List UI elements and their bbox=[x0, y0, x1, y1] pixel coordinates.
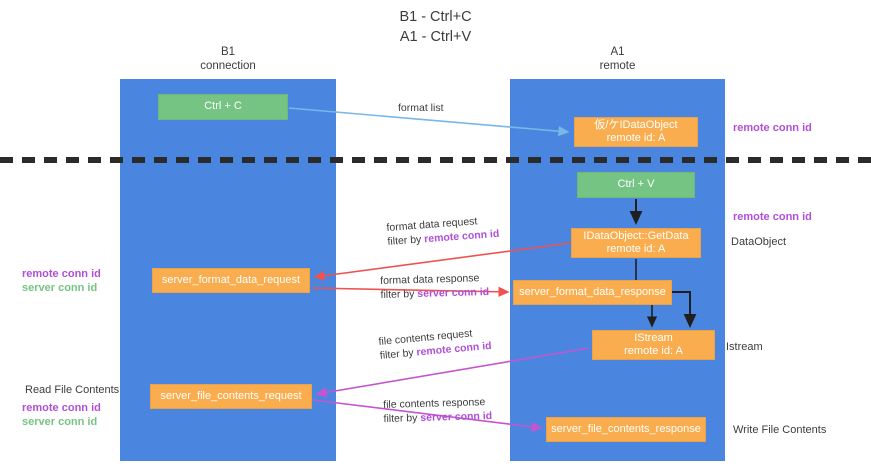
annotation-read-file-contents: Read File Contents bbox=[25, 384, 120, 396]
node-istream-line2: remote id: A bbox=[624, 345, 683, 357]
annotation-remote-conn-id-mid: remote conn id bbox=[733, 211, 812, 223]
fdreq-filter-key: remote conn id bbox=[423, 227, 500, 246]
node-ctrl-c[interactable]: Ctrl + C bbox=[158, 94, 288, 120]
lane-header-a1: A1 remote bbox=[510, 46, 725, 73]
edge-label-fcresp-filter: filter by server conn id bbox=[383, 409, 492, 426]
node-server-file-contents-request[interactable]: server_file_contents_request bbox=[150, 384, 312, 409]
annotation-left-conn-ids-bottom: remote conn id server conn id bbox=[22, 402, 101, 429]
node-idataobject-line2: remote id: A bbox=[606, 132, 666, 144]
node-sfcreq-label: server_file_contents_request bbox=[160, 389, 302, 402]
node-server-file-contents-response[interactable]: server_file_contents_response bbox=[546, 417, 706, 442]
annotation-left-remote-conn-id-2: remote conn id bbox=[22, 402, 101, 414]
lane-b1-name: B1 bbox=[220, 46, 236, 58]
edge-label-format-list: format list bbox=[398, 101, 444, 115]
fcresp-filter-prefix: filter by bbox=[383, 411, 421, 425]
node-ctrl-v-label: Ctrl + V bbox=[617, 178, 655, 191]
annotation-left-conn-ids-top: remote conn id server conn id bbox=[22, 268, 101, 295]
node-server-format-data-response[interactable]: server_format_data_response bbox=[513, 280, 672, 305]
node-ctrl-v[interactable]: Ctrl + V bbox=[577, 172, 695, 198]
annotation-remote-conn-id-top: remote conn id bbox=[733, 122, 812, 134]
fdresp-filter-key: server conn id bbox=[417, 285, 490, 300]
lane-a1-name: A1 bbox=[610, 46, 625, 58]
edge-label-format-list-text: format list bbox=[398, 102, 444, 114]
node-istream-line1: IStream bbox=[634, 331, 673, 344]
lane-header-b1: B1 connection bbox=[120, 46, 336, 73]
lane-a1-role: remote bbox=[599, 59, 636, 72]
annotation-istream: Istream bbox=[726, 341, 763, 353]
lane-b1-role: connection bbox=[200, 59, 256, 72]
node-getdata-line2: remote id: A bbox=[606, 243, 666, 255]
node-sfdreq-label: server_format_data_request bbox=[161, 273, 301, 286]
fdresp-filter-prefix: filter by bbox=[380, 287, 418, 301]
node-idataobject[interactable]: 仮/ケIDataObject remote id: A bbox=[574, 117, 698, 147]
page-title: B1 - Ctrl+C A1 - Ctrl+V bbox=[0, 7, 871, 47]
edge-label-file-contents-response: file contents response filter by server … bbox=[383, 395, 492, 426]
fcreq-filter-prefix: filter by bbox=[379, 346, 418, 362]
edge-label-fdresp-filter: filter by server conn id bbox=[380, 285, 489, 302]
edge-label-file-contents-request: file contents request filter by remote c… bbox=[378, 325, 492, 363]
node-sfdresp-label: server_format_data_response bbox=[519, 285, 666, 298]
node-server-format-data-request[interactable]: server_format_data_request bbox=[152, 268, 310, 293]
node-idataobject-line1: 仮/ケIDataObject bbox=[594, 118, 678, 131]
annotation-write-file-contents: Write File Contents bbox=[733, 424, 827, 436]
annotation-dataobject: DataObject bbox=[731, 236, 787, 248]
edge-label-format-data-request: format data request filter by remote con… bbox=[386, 213, 500, 249]
edge-label-format-data-response: format data response filter by server co… bbox=[380, 271, 489, 302]
fcresp-filter-key: server conn id bbox=[420, 409, 493, 424]
title-line-1: B1 - Ctrl+C bbox=[399, 9, 472, 25]
node-ctrl-c-label: Ctrl + C bbox=[204, 100, 242, 113]
annotation-left-remote-conn-id-1: remote conn id bbox=[22, 268, 101, 280]
node-idataobject-getdata[interactable]: IDataObject::GetData remote id: A bbox=[571, 228, 701, 258]
node-getdata-line1: IDataObject::GetData bbox=[583, 229, 689, 242]
annotation-left-server-conn-id-1: server conn id bbox=[22, 281, 98, 294]
annotation-left-server-conn-id-2: server conn id bbox=[22, 415, 98, 428]
fdreq-filter-prefix: filter by bbox=[387, 233, 425, 248]
title-line-2: A1 - Ctrl+V bbox=[399, 29, 472, 45]
node-istream[interactable]: IStream remote id: A bbox=[592, 330, 715, 360]
node-sfcresp-label: server_file_contents_response bbox=[551, 422, 701, 435]
